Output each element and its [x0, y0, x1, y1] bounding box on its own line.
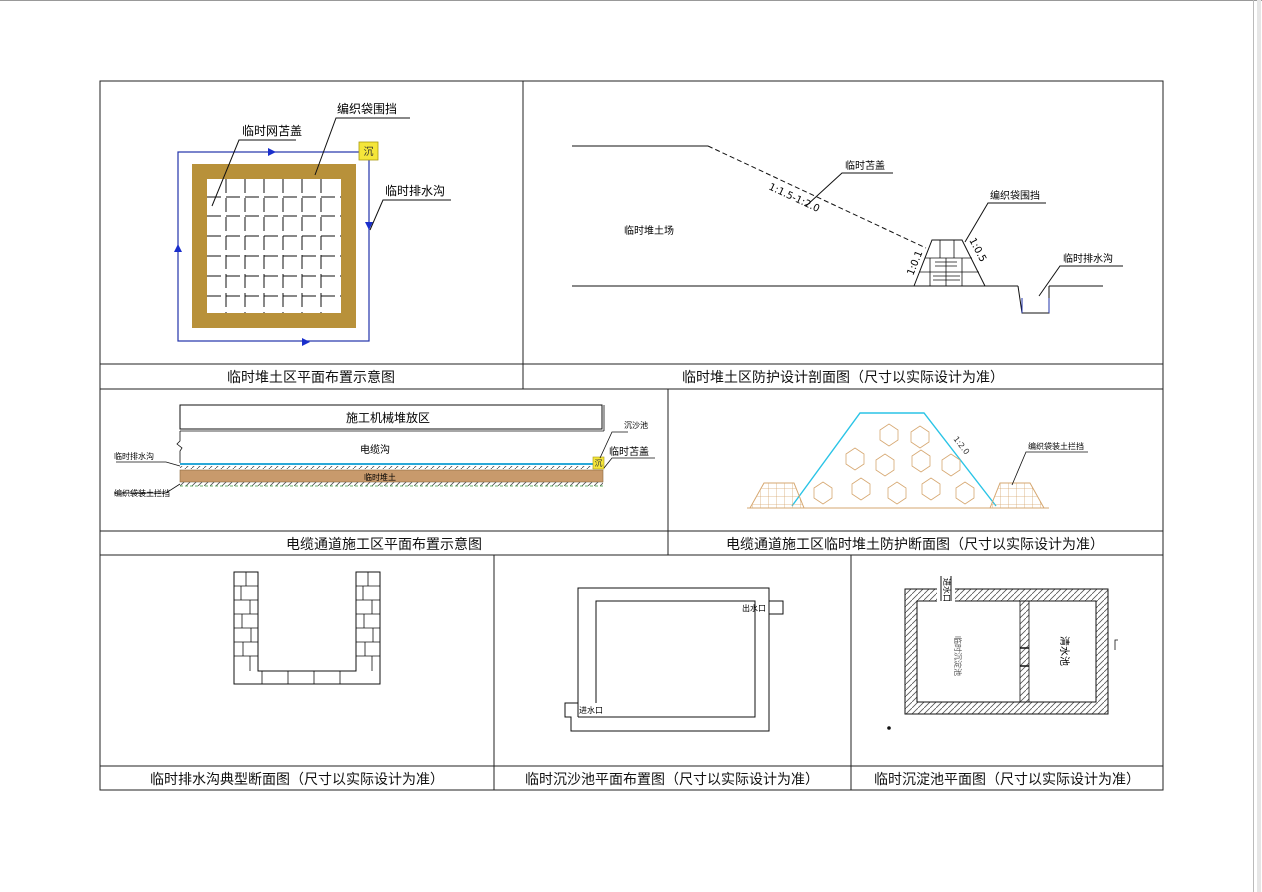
label-inlet: 进水口	[942, 578, 952, 602]
cable-plan-diagram: 施工机械堆放区 电缆沟 临时堆土 沉 临时排水沟 编织袋装土拦挡 沉沙池 临时苫…	[114, 404, 655, 498]
flow-arrow-icon	[365, 222, 373, 230]
caption-drain-section: 临时排水沟典型断面图（尺寸以实际设计为准）	[150, 772, 444, 788]
label-sand-pond: 沉沙池	[624, 420, 648, 430]
sand-pond-diagram: 出水口 进水口	[564, 587, 784, 732]
stockpile-plan-diagram: 沉 临时网苫盖 编织袋围挡 临时排水沟	[174, 101, 451, 346]
pond-tag-label: 沉	[364, 145, 374, 158]
label-drain: 临时排水沟	[385, 184, 445, 198]
label-machine-area: 施工机械堆放区	[346, 410, 430, 425]
page-edge	[1257, 0, 1261, 892]
pond-tag	[358, 141, 379, 161]
label-drain: 临时排水沟	[114, 451, 154, 461]
stockpile-section-diagram: 临时苫盖 1:1.5-1:2.0 编织袋围挡 临时堆土场 1:0.1 1:0.5…	[572, 145, 1123, 314]
label-spoil: 临时堆土	[364, 472, 396, 482]
label-inlet: 进水口	[579, 705, 603, 715]
caption-stockpile-section: 临时堆土区防护设计剖面图（尺寸以实际设计为准）	[682, 370, 1004, 386]
label-bag-wall: 编织袋装土拦挡	[114, 488, 170, 498]
settling-pond-diagram: 进水口 临时沉淀池 清水池	[887, 576, 1118, 730]
page-edge	[1253, 0, 1254, 892]
label-net-cover: 临时网苫盖	[242, 124, 302, 138]
label-bag-wall: 编织袋围挡	[990, 189, 1040, 202]
flow-arrow-icon	[302, 338, 310, 346]
cable-section-diagram: 1:2.0 编织袋装土拦挡	[747, 412, 1088, 509]
label-cover: 临时苫盖	[845, 159, 885, 172]
label-drain: 临时排水沟	[1063, 252, 1113, 265]
label-bag-wall: 编织袋装土拦挡	[1028, 441, 1084, 451]
page-edge	[0, 0, 1262, 1]
flow-arrow-icon	[174, 244, 182, 252]
pond-tag-label: 沉	[595, 459, 603, 468]
caption-stockpile-plan: 临时堆土区平面布置示意图	[227, 369, 395, 386]
label-cable-trench: 电缆沟	[360, 443, 390, 456]
caption-settling-pond: 临时沉淀池平面图（尺寸以实际设计为准）	[874, 772, 1140, 788]
label-slope-ratio: 1:1.5-1:2.0	[767, 182, 821, 215]
label-bag-wall: 编织袋围挡	[337, 101, 397, 116]
pond-tag	[592, 456, 605, 470]
captions: 临时堆土区平面布置示意图 临时堆土区防护设计剖面图（尺寸以实际设计为准） 电缆通…	[150, 369, 1140, 788]
caption-sand-pond: 临时沉沙池平面布置图（尺寸以实际设计为准）	[525, 772, 819, 788]
drain-section-diagram	[233, 571, 381, 685]
label-stockpile-field: 临时堆土场	[624, 224, 674, 237]
caption-cable-plan: 电缆通道施工区平面布置示意图	[286, 536, 482, 553]
label-left-pool: 临时沉淀池	[953, 636, 963, 676]
table-frame	[99, 80, 1164, 791]
label-cover: 临时苫盖	[609, 445, 649, 458]
label-right-pool: 清水池	[1058, 636, 1071, 666]
caption-cable-section: 电缆通道施工区临时堆土防护断面图（尺寸以实际设计为准）	[726, 537, 1104, 553]
label-outlet: 出水口	[742, 603, 766, 613]
flow-arrow-icon	[268, 148, 276, 156]
